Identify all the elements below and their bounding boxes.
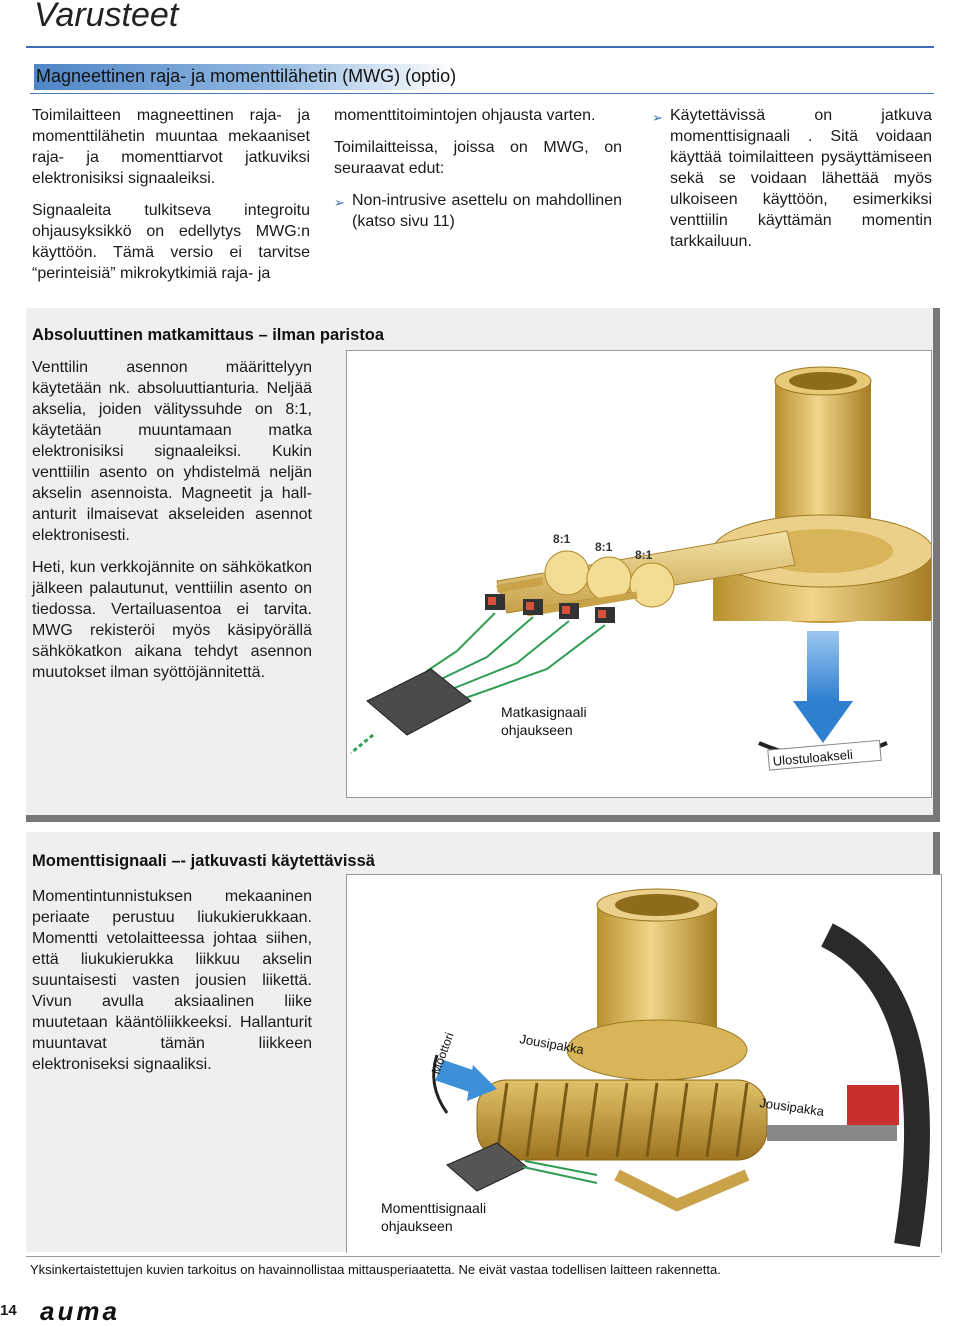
bullet-arrow-icon: ➢	[652, 110, 663, 125]
torque-sensor-illustration: Moottori Jousipakka Jousipakka	[429, 888, 930, 1248]
travel-sensor-illustration: 8:1 8:1 8:1 Ulostuloakseli	[350, 366, 934, 771]
intro-column-1: Toimilaitteen magneettinen raja- ja mome…	[32, 105, 310, 295]
intro-paragraph: momenttitoimintojen ohjausta varten.	[334, 107, 596, 124]
title-rule	[26, 46, 934, 48]
benefit-item: ➢ Non-intrusive asettelu on mahdollinen …	[334, 190, 622, 232]
ratio-label: 8:1	[595, 540, 613, 554]
handwheel	[820, 923, 930, 1248]
hall-sensors	[485, 594, 615, 623]
lever	[614, 1169, 750, 1212]
panel-title: Absoluuttinen matkamittaus – ilman paris…	[32, 326, 385, 344]
figure-caption: Momenttisignaali ohjaukseen	[381, 1200, 487, 1234]
ratio-label: 8:1	[553, 532, 571, 546]
panel-text: Venttilin asennon määrittelyyn käytetään…	[32, 357, 312, 694]
absolute-travel-panel: Absoluuttinen matkamittaus – ilman paris…	[26, 308, 940, 822]
benefit-text: Käytettävissä on jatkuva momenttisignaal…	[670, 107, 932, 250]
intro-column-3: ➢ Käytettävissä on jatkuva momenttisigna…	[652, 105, 932, 252]
torque-sensor-figure: Moottori Jousipakka Jousipakka Momenttis…	[346, 874, 942, 1253]
panel-paragraph: Heti, kun verkkojännite on sähkökatkon j…	[32, 559, 312, 681]
benefit-item: ➢ Käytettävissä on jatkuva momenttisigna…	[652, 105, 932, 252]
bullet-arrow-icon: ➢	[334, 195, 345, 210]
ratio-label: 8:1	[635, 548, 653, 562]
figure-caption: Matkasignaali ohjaukseen	[501, 704, 587, 738]
panel-paragraph: Momentintunnistuksen mekaaninen periaate…	[32, 888, 312, 1073]
intro-paragraph: Signaaleita tulkitseva integroitu ohjaus…	[32, 202, 310, 282]
benefit-text: Non-intrusive asettelu on mahdollinen (k…	[352, 192, 622, 230]
panel-title: Momenttisignaali –- jatkuvasti käytettäv…	[32, 852, 375, 870]
page-number: 14	[0, 1302, 17, 1319]
section-heading: Magneettinen raja- ja momenttilähetin (M…	[36, 66, 457, 86]
processor-chip-icon	[366, 668, 472, 736]
signal-traces	[426, 612, 606, 702]
worm-wheel	[566, 1019, 748, 1081]
page-title: Varusteet	[34, 0, 179, 34]
panel-text: Momentintunnistuksen mekaaninen periaate…	[32, 886, 312, 1086]
red-lever	[847, 1085, 899, 1125]
travel-sensor-figure: 8:1 8:1 8:1 Ulostuloakseli Matkasignaali…	[346, 350, 934, 798]
intro-column-2: momenttitoimintojen ohjausta varten. Toi…	[334, 105, 622, 232]
torque-signal-panel: Momenttisignaali –- jatkuvasti käytettäv…	[26, 832, 942, 1253]
output-shaft-label: Ulostuloakseli	[772, 747, 853, 769]
reduction-gears	[496, 550, 675, 617]
panel-paragraph: Venttilin asennon määrittelyyn käytetään…	[32, 359, 312, 544]
intro-paragraph: Toimilaitteissa, joissa on MWG, on seura…	[334, 139, 622, 177]
spring-pack-label: Jousipakka	[518, 1031, 585, 1057]
footer-divider	[26, 1256, 940, 1257]
auma-logo: auma	[40, 1296, 120, 1326]
section-heading-bar: Magneettinen raja- ja momenttilähetin (M…	[30, 62, 934, 94]
intro-paragraph: Toimilaitteen magneettinen raja- ja mome…	[32, 107, 310, 187]
rotation-arrow-icon	[432, 1054, 449, 1114]
output-direction-arrow	[807, 631, 839, 701]
footnote: Yksinkertaistettujen kuvien tarkoitus on…	[30, 1262, 721, 1277]
spring-pack-label: Jousipakka	[759, 1095, 826, 1119]
